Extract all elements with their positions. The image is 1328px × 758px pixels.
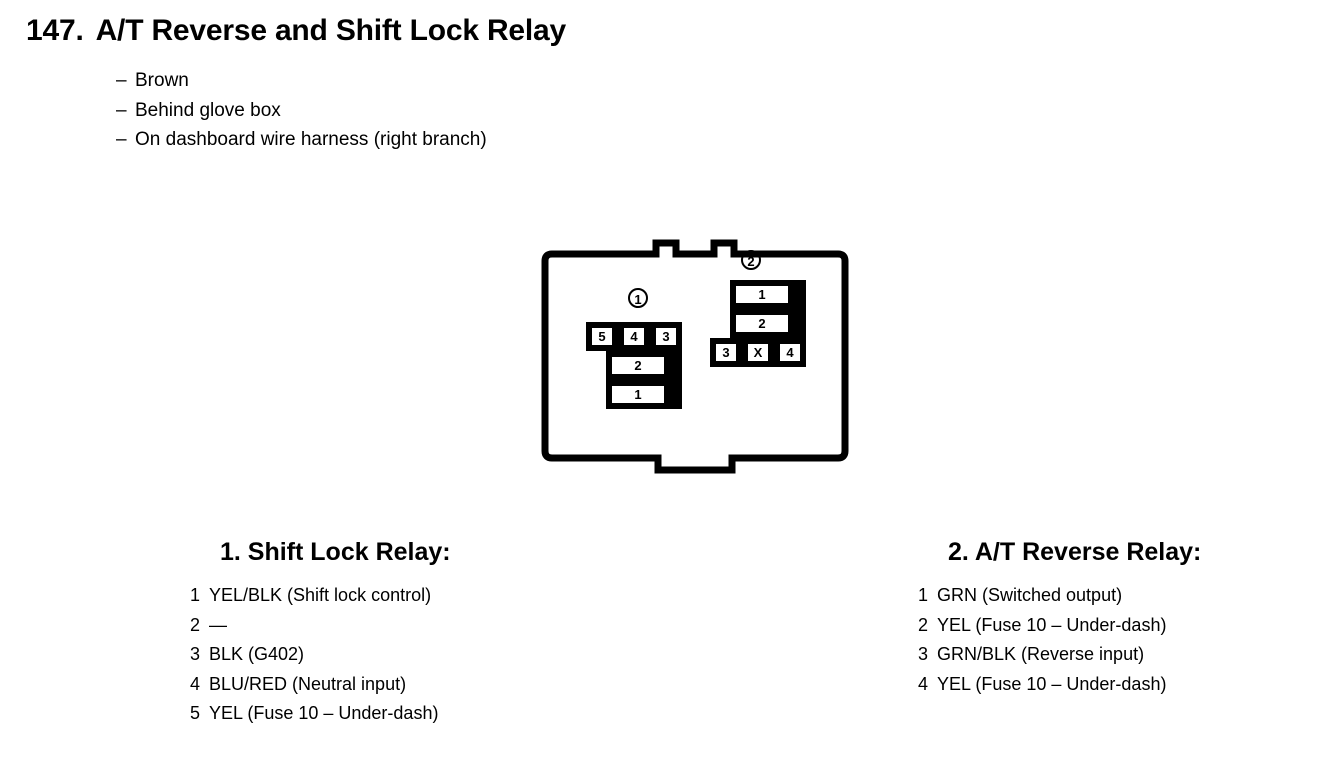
legend-heading: 2. A/T Reverse Relay: (948, 538, 1202, 566)
pin-number: 3 (190, 644, 201, 664)
legend-row: 3 BLK (G402) (190, 640, 451, 670)
pin-number: 2 (918, 614, 929, 635)
legend-shift-lock-relay: 1. Shift Lock Relay: 1 YEL/BLK (Shift loc… (190, 538, 451, 729)
pin-description: GRN/BLK (Reverse input) (937, 644, 1145, 664)
dash-icon: – (116, 99, 127, 121)
connector-2-bottom-row: 3 X 4 (710, 338, 806, 367)
connector-2-pinout: 1 2 3 X 4 (710, 280, 806, 367)
relay-housing-outline (541, 239, 849, 474)
pin-description: — (209, 614, 227, 635)
pin-cell: 1 (609, 383, 667, 406)
legend-row: 1 GRN (Switched output) (918, 581, 1201, 611)
page-title: 147. A/T Reverse and Shift Lock Relay (26, 14, 566, 48)
connector-1-stack-row: 1 (606, 380, 682, 409)
pin-number: 2 (190, 614, 201, 635)
pin-number: 4 (918, 673, 929, 694)
dash-icon: – (116, 129, 127, 150)
connector-1-pinout: 5 4 3 2 1 (586, 322, 682, 409)
connector-2-stack-row: 1 (730, 280, 806, 309)
pin-description: BLK (G402) (209, 644, 305, 664)
pin-description: YEL (Fuse 10 – Under-dash) (209, 703, 439, 723)
connector-1-stack-row: 2 (606, 351, 682, 380)
pin-description: YEL (Fuse 10 – Under-dash) (937, 614, 1167, 635)
page-title-number: 147. (26, 14, 84, 47)
legend-row: 4 YEL (Fuse 10 – Under-dash) (918, 670, 1201, 700)
bullet-text: Behind glove box (135, 99, 281, 121)
pin-description: YEL (Fuse 10 – Under-dash) (937, 673, 1167, 694)
connector-2-marker: 2 (741, 250, 761, 270)
pin-cell: 1 (733, 283, 791, 306)
pin-description: YEL/BLK (Shift lock control) (209, 585, 432, 605)
pin-cell: 4 (621, 325, 647, 348)
pin-cell: 3 (713, 341, 739, 364)
list-item: –Behind glove box (116, 96, 487, 126)
pin-cell: 2 (609, 354, 667, 377)
pin-cell: 5 (589, 325, 615, 348)
relay-diagram: 1 2 5 4 3 2 1 1 2 3 (538, 224, 854, 474)
bullet-text: Brown (135, 70, 189, 91)
pin-cell: X (745, 341, 771, 364)
legend-row: 2 YEL (Fuse 10 – Under-dash) (918, 611, 1201, 641)
list-item: –On dashboard wire harness (right branch… (116, 125, 487, 155)
legend-row: 3 GRN/BLK (Reverse input) (918, 640, 1201, 670)
pin-cell: 2 (733, 312, 791, 335)
connector-1-top-row: 5 4 3 (586, 322, 682, 351)
bullet-text: On dashboard wire harness (right branch) (135, 129, 487, 150)
dash-icon: – (116, 70, 127, 91)
legend-row: 5 YEL (Fuse 10 – Under-dash) (190, 699, 451, 729)
connector-1-marker: 1 (628, 288, 648, 308)
legend-row: 1 YEL/BLK (Shift lock control) (190, 581, 451, 611)
pin-description: GRN (Switched output) (937, 585, 1123, 605)
legend-heading: 1. Shift Lock Relay: (220, 538, 451, 566)
pin-description: BLU/RED (Neutral input) (209, 673, 407, 694)
connector-2-stack-row: 2 (730, 309, 806, 338)
pin-number: 1 (918, 585, 929, 605)
legend-row: 2— (190, 611, 451, 641)
legend-row: 4 BLU/RED (Neutral input) (190, 670, 451, 700)
legend-at-reverse-relay: 2. A/T Reverse Relay: 1 GRN (Switched out… (918, 538, 1201, 699)
pin-number: 5 (190, 703, 201, 723)
page-title-text: A/T Reverse and Shift Lock Relay (95, 14, 567, 47)
pin-number: 3 (918, 644, 929, 664)
pin-number: 1 (190, 585, 201, 605)
pin-cell: 3 (653, 325, 679, 348)
list-item: –Brown (116, 66, 487, 96)
pin-cell: 4 (777, 341, 803, 364)
pin-number: 4 (190, 673, 201, 694)
header-bullet-list: –Brown –Behind glove box –On dashboard w… (116, 66, 487, 155)
